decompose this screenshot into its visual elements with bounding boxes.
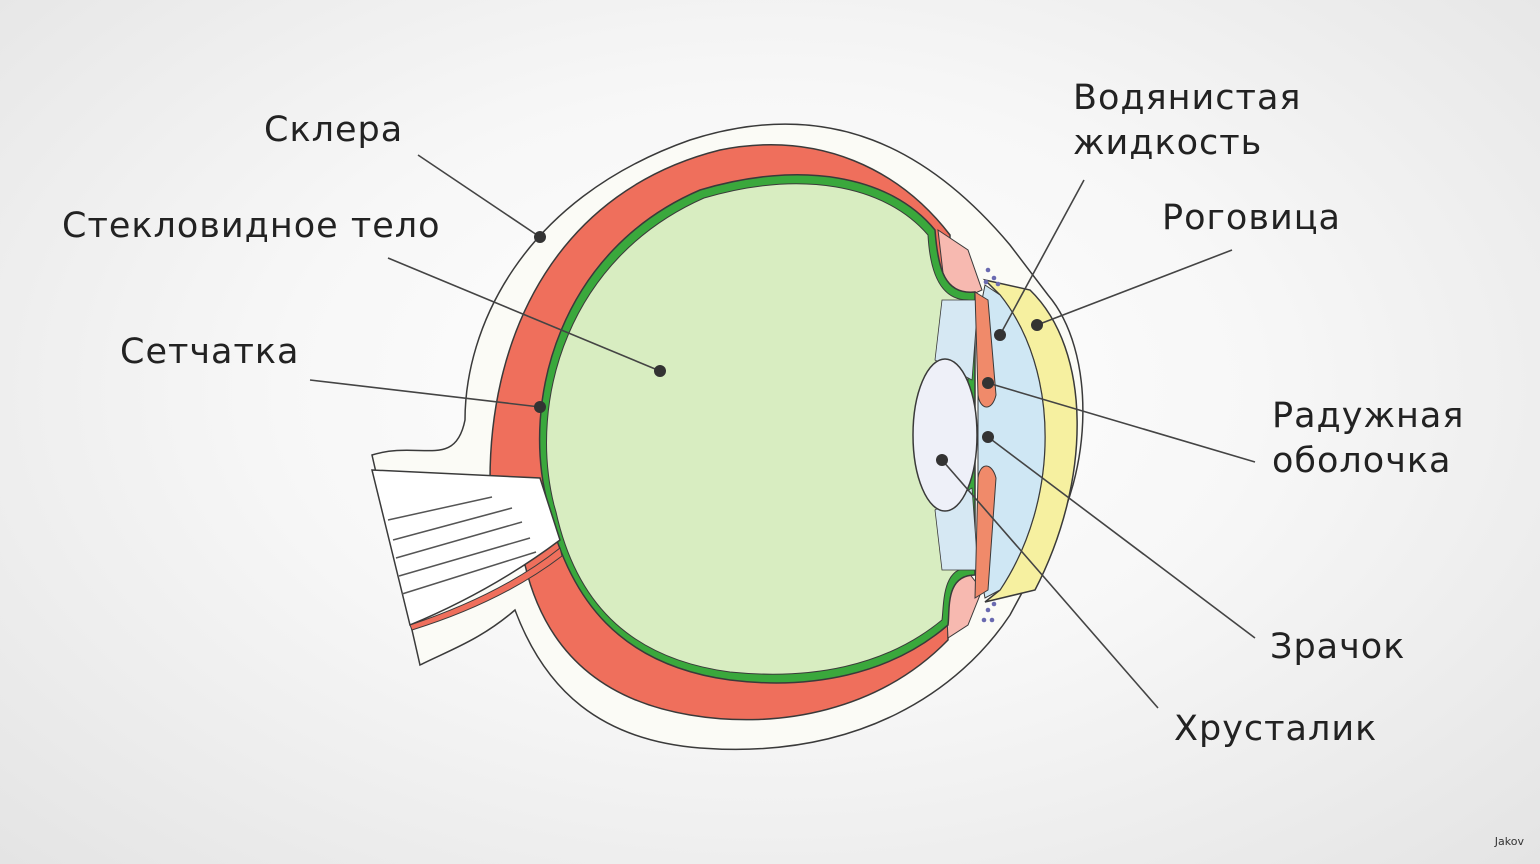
leader-vitreous (387, 257, 661, 372)
label-aqueous-line1: Водянистая (1073, 78, 1302, 118)
leader-lines (309, 154, 1256, 709)
leader-sclera (417, 154, 541, 238)
label-aqueous-line2: жидкость (1073, 123, 1263, 163)
iris-bottom (974, 465, 997, 599)
label-cornea: Роговица (1162, 198, 1341, 238)
leader-lens (941, 459, 1159, 709)
dot-lens (936, 454, 948, 466)
leader-retina (309, 379, 541, 408)
label-iris-line1: Радужная (1272, 396, 1465, 436)
dot-vitreous (654, 365, 666, 377)
leader-pupil (987, 436, 1256, 639)
label-retina: Сетчатка (120, 332, 300, 372)
label-iris: Радужная оболочка (1272, 394, 1464, 484)
label-iris-line2: оболочка (1272, 441, 1452, 481)
optic-nerve (371, 469, 561, 627)
dot-aqueous (994, 329, 1006, 341)
label-lens: Хрусталик (1174, 709, 1378, 749)
vitreous-shape (546, 183, 969, 675)
dot-retina (534, 401, 546, 413)
leader-iris (987, 382, 1256, 463)
leader-dots (534, 231, 1043, 466)
dot-sclera (534, 231, 546, 243)
dot-cornea (1031, 319, 1043, 331)
optic-nerve-fibers (387, 496, 537, 595)
dot-iris (982, 377, 994, 389)
credit-text: Jakov (1494, 835, 1524, 848)
label-pupil: Зрачок (1270, 627, 1406, 667)
dot-pupil (982, 431, 994, 443)
lens-shape (912, 358, 978, 512)
trabecular-dots (981, 267, 1001, 623)
leader-aqueous (999, 179, 1085, 336)
optic-nerve-sheath (409, 547, 563, 631)
leader-cornea (1036, 249, 1233, 326)
label-vitreous: Стекловидное тело (62, 206, 441, 246)
label-aqueous: Водянистая жидкость (1073, 76, 1301, 166)
label-sclera: Склера (264, 110, 404, 150)
